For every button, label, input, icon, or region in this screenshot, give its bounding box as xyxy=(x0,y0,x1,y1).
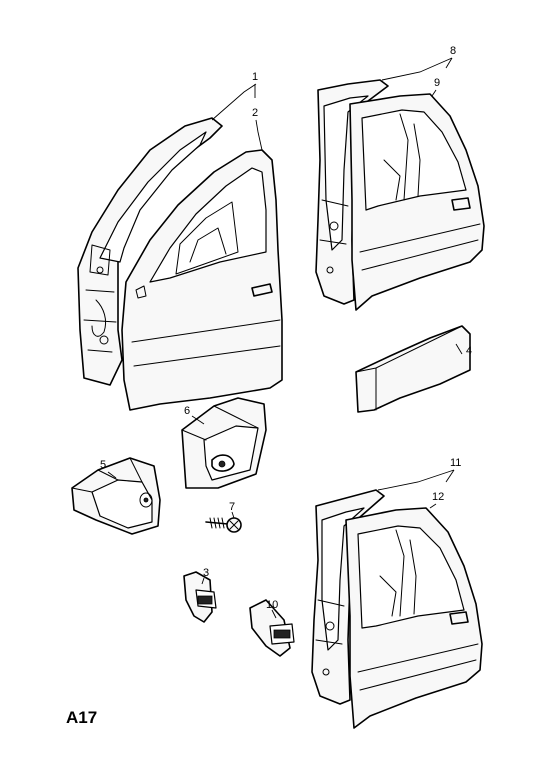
leader-lines xyxy=(107,57,463,619)
leader-3 xyxy=(201,577,205,585)
page-label: A17 xyxy=(66,708,98,727)
callout-1: 1 xyxy=(252,71,258,83)
leader-8-to-9 xyxy=(445,57,453,69)
leader-12 xyxy=(429,503,437,509)
leader-4 xyxy=(455,343,463,355)
leader-9 xyxy=(431,89,437,97)
leader-10 xyxy=(271,609,277,619)
callout-7: 7 xyxy=(229,501,235,513)
front-door-frame-part-1 xyxy=(77,117,223,386)
callout-5: 5 xyxy=(100,459,106,471)
callout-6: 6 xyxy=(184,405,190,417)
callout-12: 12 xyxy=(432,491,444,503)
screw-part-7 xyxy=(205,517,242,533)
callout-4: 4 xyxy=(466,345,472,357)
leader-7 xyxy=(231,511,235,519)
callout-8: 8 xyxy=(450,45,456,57)
bracket-part-6 xyxy=(181,397,267,489)
door-seal-strip-part-4 xyxy=(355,325,471,413)
leader-11-to-12 xyxy=(445,469,455,483)
leader-6 xyxy=(191,415,205,425)
callout-3: 3 xyxy=(203,567,209,579)
rear-door-panel-part-12 xyxy=(345,507,483,729)
bracket-part-5 xyxy=(71,457,161,535)
front-door-panel-part-2 xyxy=(121,149,283,411)
leader-5 xyxy=(107,471,117,479)
callout-9: 9 xyxy=(434,77,440,89)
rear-door-frame-part-11 xyxy=(311,489,385,705)
callout-2: 2 xyxy=(252,107,258,119)
callout-10: 10 xyxy=(266,599,278,611)
leader-1 xyxy=(211,83,257,121)
hinge-part-3 xyxy=(183,571,217,623)
callout-11: 11 xyxy=(450,457,461,469)
leader-8 xyxy=(381,57,453,81)
leader-11 xyxy=(377,469,455,491)
leader-2 xyxy=(255,119,263,151)
hinge-part-10 xyxy=(249,599,295,657)
rear-door-panel-part-9 xyxy=(349,93,485,311)
